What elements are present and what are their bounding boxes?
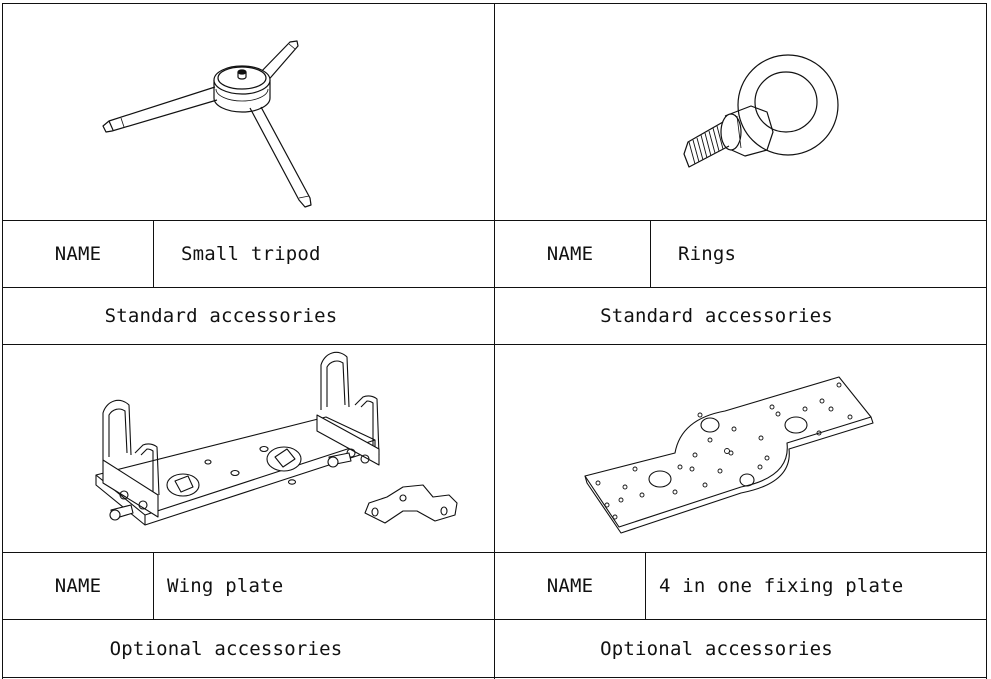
table-divider-center [494,3,495,679]
name-label: NAME [546,243,594,265]
name-cell-divider [153,552,154,619]
name-cell-divider [650,220,651,287]
accessory-name: 4 in one fixing plate [659,575,904,597]
name-cell-divider [645,552,646,619]
table-border-left [2,3,3,679]
accessory-category: Standard accessories [600,305,833,327]
small-tripod-drawing [3,4,494,220]
name-cell-divider [153,220,154,287]
accessory-name: Wing plate [167,575,284,597]
accessory-name: Small tripod [181,243,321,265]
wing-plate-drawing [3,345,494,552]
name-label: NAME [54,243,102,265]
table-border-right [986,3,987,679]
fixing-plate-drawing [495,345,986,552]
accessory-name: Rings [678,243,737,265]
accessory-category: Optional accessories [600,637,833,660]
eye-bolt-ring-drawing [495,4,986,220]
name-label: NAME [546,575,594,597]
name-label: NAME [54,575,102,597]
accessory-category: Standard accessories [104,305,338,327]
accessory-category: Optional accessories [109,637,343,660]
